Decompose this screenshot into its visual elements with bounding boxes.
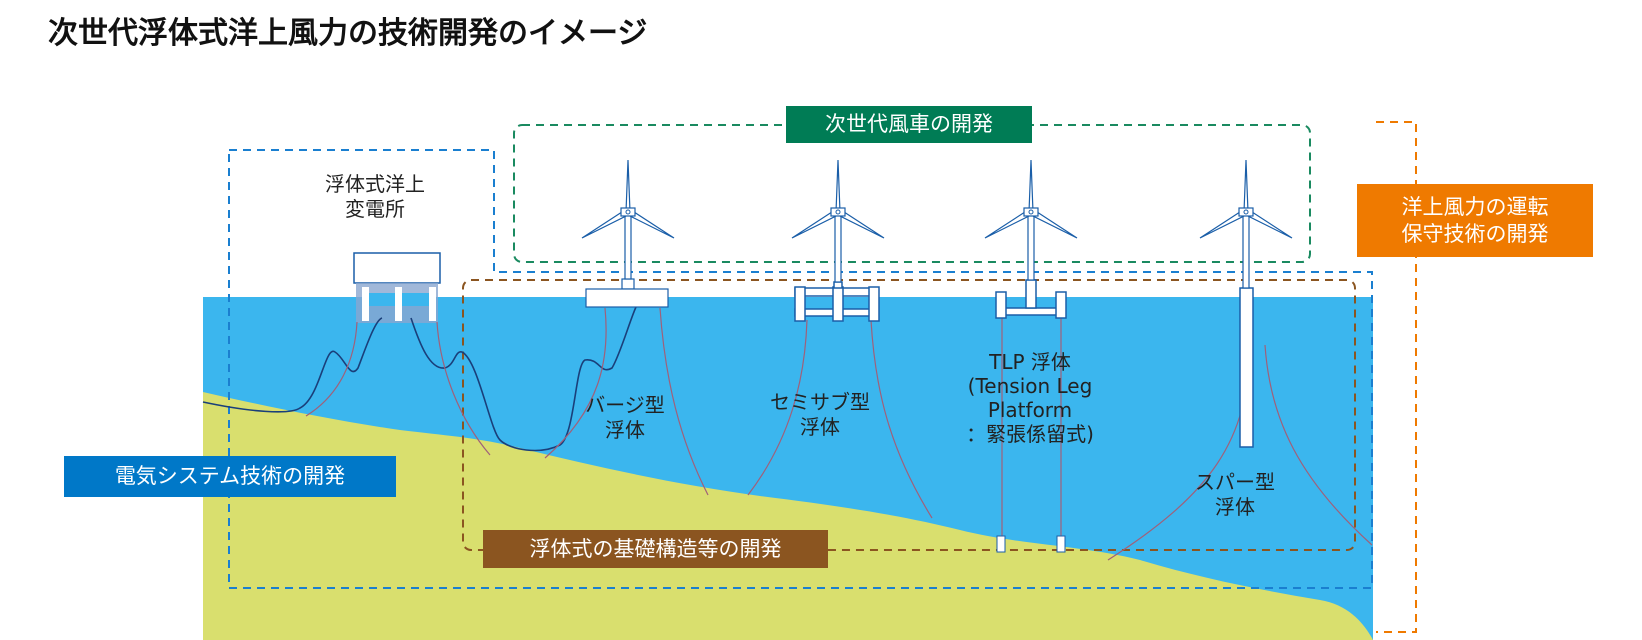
tlp-label-line2: (Tension Leg xyxy=(967,374,1093,398)
tlp-float xyxy=(995,279,1067,319)
mooring-lines xyxy=(305,307,1373,561)
page-title: 次世代浮体式洋上風力の技術開発のイメージ xyxy=(48,16,648,51)
wind-turbine xyxy=(581,159,675,280)
wind-turbine xyxy=(1199,159,1293,289)
om-label-line1: 洋上風力の運転 xyxy=(1401,194,1549,219)
semisub-float xyxy=(794,281,880,322)
wind-turbine xyxy=(984,159,1078,281)
spar-label-line1: スパー型 xyxy=(1195,470,1275,494)
tlp-anchor xyxy=(996,535,1006,553)
semisub-label-line2: 浮体 xyxy=(800,415,840,439)
substation-label-line2: 変電所 xyxy=(345,197,405,221)
tlp-anchor xyxy=(1056,535,1066,553)
om-label-line2: 保守技術の開発 xyxy=(1401,221,1549,246)
next-gen-turbine-label: 次世代風車の開発 xyxy=(825,112,993,136)
semisub-label-line1: セミサブ型 xyxy=(770,390,870,414)
turbine-boundary xyxy=(513,124,1311,263)
foundation-label: 浮体式の基礎構造等の開発 xyxy=(529,536,782,561)
barge-label: バージ型 浮体 xyxy=(565,393,685,443)
wind-turbine xyxy=(791,159,885,283)
electrical-tag: 電気システム技術の開発 xyxy=(64,456,396,497)
om-tag: 洋上風力の運転 保守技術の開発 xyxy=(1357,184,1593,257)
power-cables xyxy=(202,306,637,452)
electrical-label: 電気システム技術の開発 xyxy=(114,464,346,488)
electrical-boundary xyxy=(228,149,1373,589)
foundation-tag: 浮体式の基礎構造等の開発 xyxy=(483,530,828,568)
tlp-label-line3: Platform xyxy=(987,398,1073,422)
tlp-label-line1: TLP 浮体 xyxy=(989,350,1071,374)
substation-label-line1: 浮体式洋上 xyxy=(325,172,425,196)
spar-float xyxy=(1239,287,1254,448)
barge-label-line1: バージ型 xyxy=(585,393,665,417)
om-bracket xyxy=(1376,121,1417,633)
substation-label: 浮体式洋上 変電所 xyxy=(300,172,450,222)
seabed xyxy=(203,392,1373,640)
tlp-label: TLP 浮体 (Tension Leg Platform ：緊張係留式) xyxy=(950,350,1110,446)
spar-label-line2: 浮体 xyxy=(1215,495,1255,519)
next-gen-turbine-tag: 次世代風車の開発 xyxy=(786,106,1032,143)
semisub-label: セミサブ型 浮体 xyxy=(750,390,890,440)
spar-label: スパー型 浮体 xyxy=(1170,470,1300,520)
substation-structure xyxy=(353,252,441,323)
barge-float xyxy=(585,278,669,308)
barge-label-line2: 浮体 xyxy=(605,418,645,442)
tlp-label-line4: ：緊張係留式) xyxy=(966,422,1094,446)
